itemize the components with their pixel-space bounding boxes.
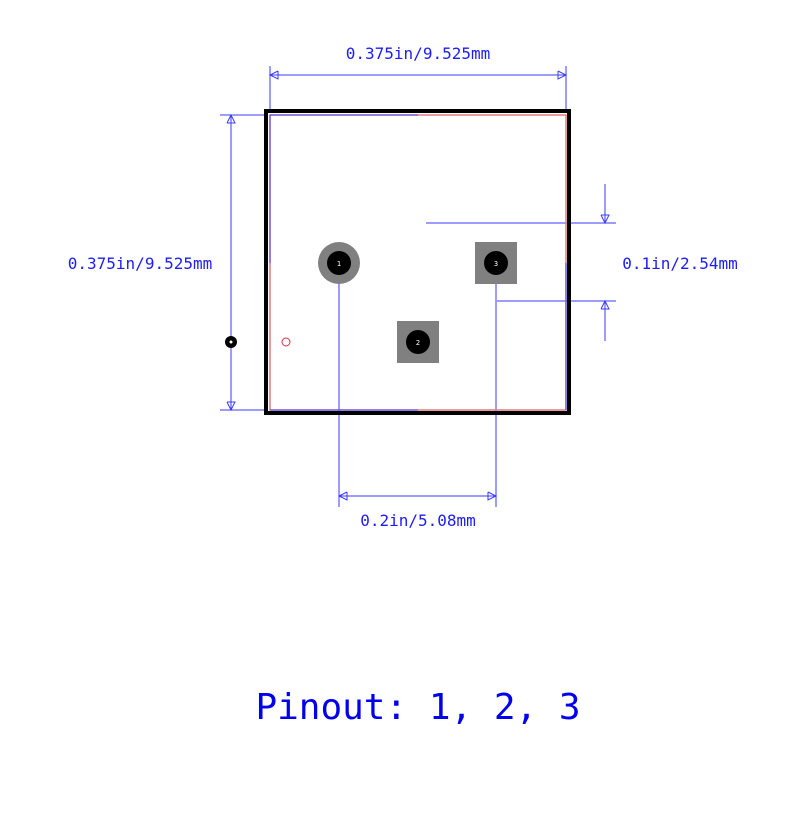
width-dimension: 0.375in/9.525mm	[268, 44, 568, 112]
spacing-label: 0.2in/5.08mm	[360, 511, 476, 530]
pad-3-number: 3	[494, 260, 498, 268]
pitch-label: 0.1in/2.54mm	[622, 254, 738, 273]
spacing-dimension: 0.2in/5.08mm	[337, 264, 498, 530]
pin1-marker-dot-center	[229, 340, 233, 344]
pad-1: 1	[318, 242, 360, 284]
height-dimension: 0.375in/9.525mm	[68, 113, 264, 412]
component-outline	[264, 109, 571, 415]
width-label: 0.375in/9.525mm	[346, 44, 491, 63]
pitch-dimension: 0.1in/2.54mm	[426, 184, 738, 341]
pad-1-number: 1	[337, 260, 341, 268]
pad-2-number: 2	[416, 339, 420, 347]
pinout-label: Pinout: 1, 2, 3	[255, 687, 580, 728]
pin1-courtyard-marker	[281, 337, 291, 347]
pad-3: 3	[475, 242, 517, 284]
height-label: 0.375in/9.525mm	[68, 254, 213, 273]
pad-2: 2	[397, 321, 439, 363]
